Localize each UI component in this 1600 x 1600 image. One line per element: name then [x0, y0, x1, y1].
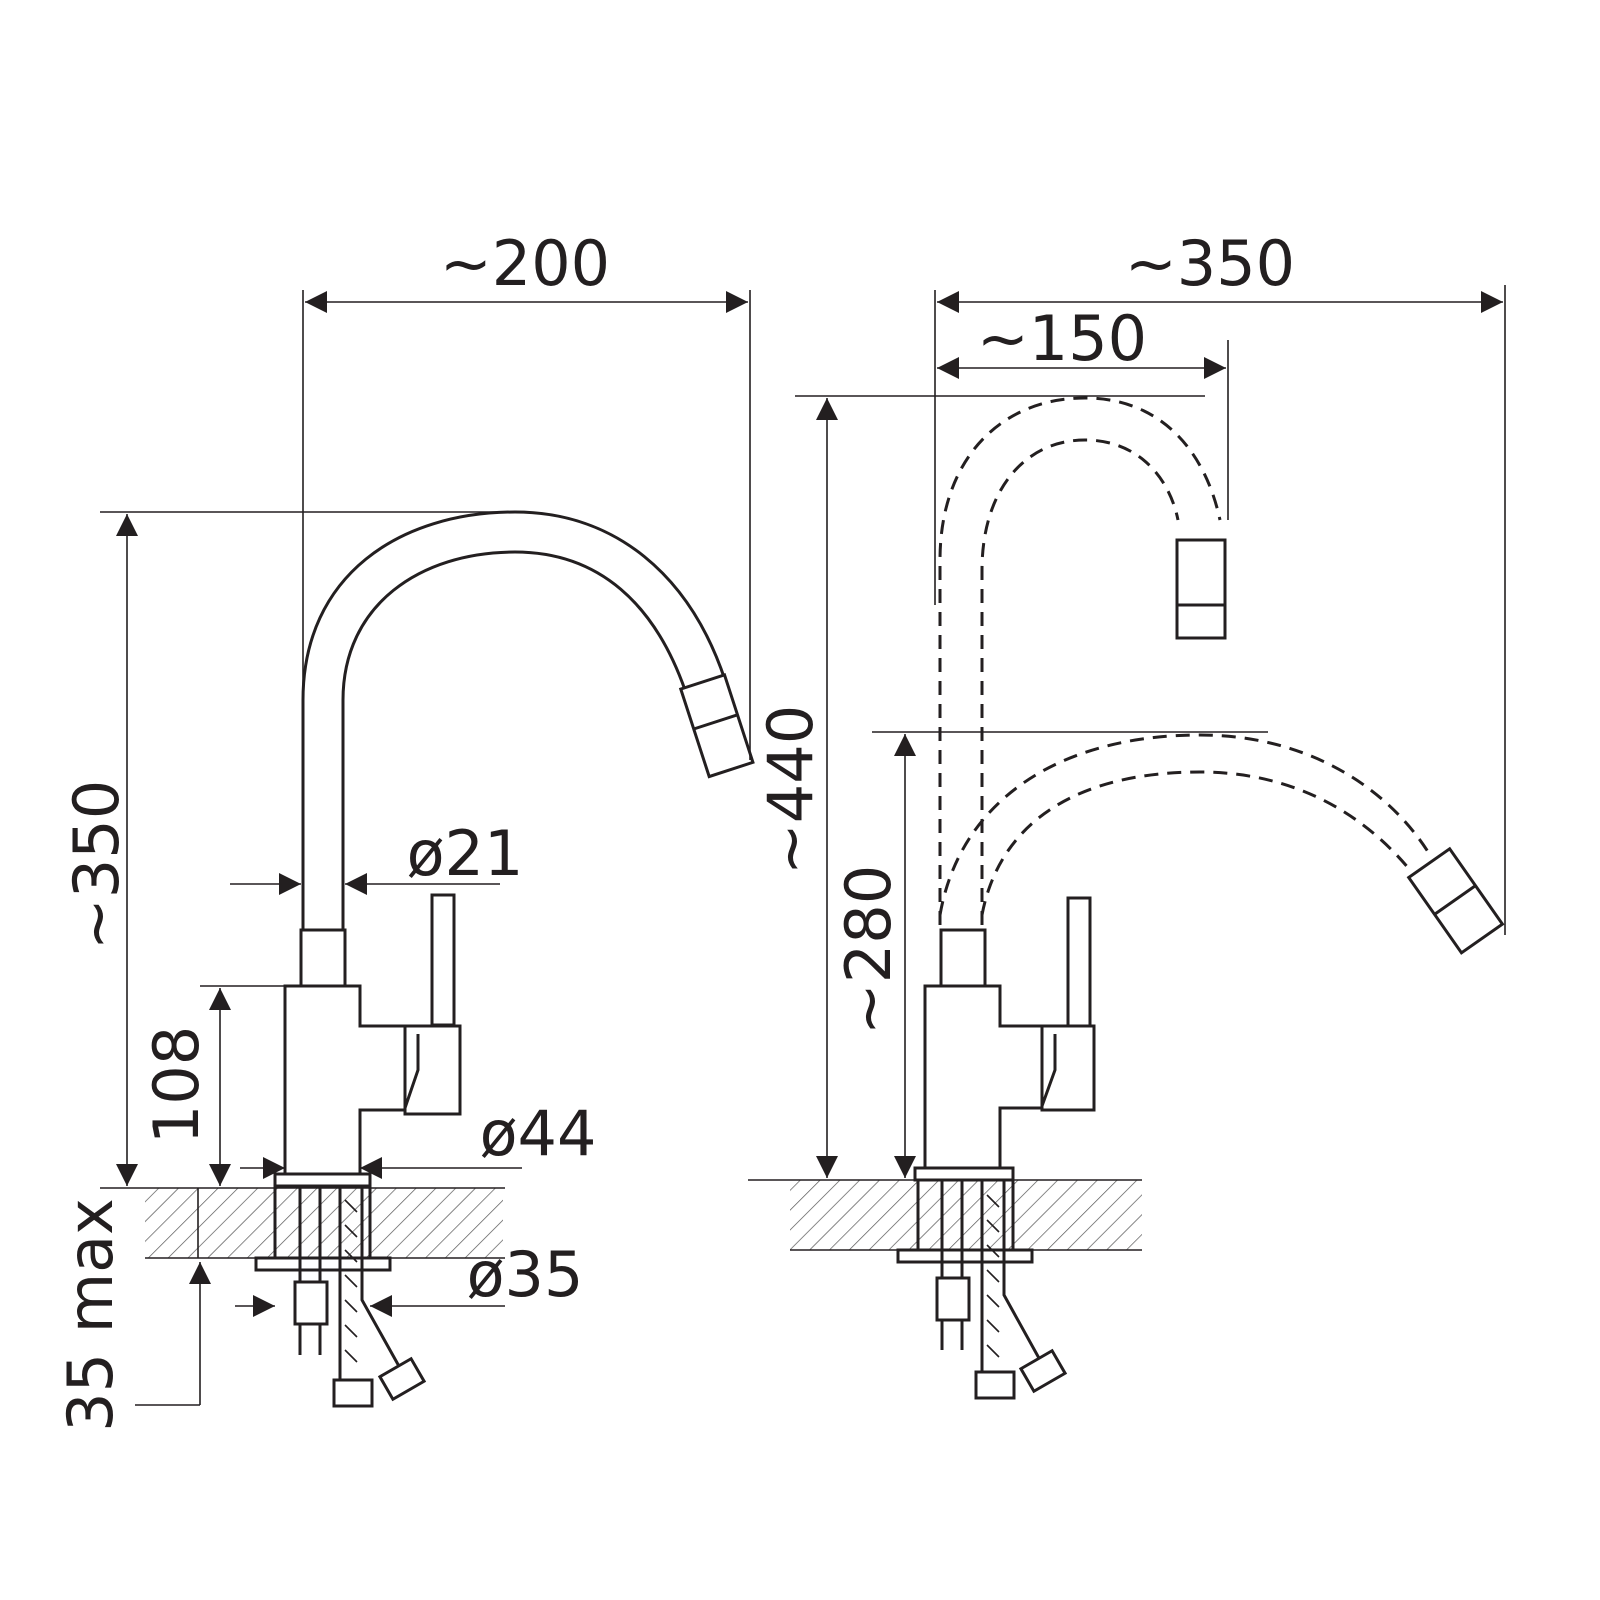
spout-lowered-position — [938, 733, 1432, 916]
dimension-short-reach-label: ~150 — [977, 302, 1147, 375]
dimension-raised-height-label: ~440 — [754, 705, 827, 875]
dimension-reach-label: ~350 — [1125, 227, 1295, 300]
mounting-plate — [896, 1248, 1034, 1264]
dimension-thread-diameter-label: ø35 — [467, 1238, 584, 1311]
countertop-section — [145, 1188, 503, 1258]
spout-nozzle — [678, 672, 755, 779]
right-faucet-view: ~350 ~150 ~440 ~280 — [748, 227, 1506, 1400]
dimension-base-diameter-label: ø44 — [480, 1097, 597, 1170]
spout-raised-position — [938, 396, 1222, 925]
lever-handle — [1066, 896, 1092, 1028]
left-faucet-view: ~200 ~350 108 ø21 ø44 ø35 35 max — [54, 227, 755, 1432]
mounting-plate — [254, 1256, 392, 1272]
dimension-counter-thickness-label: 35 max — [54, 1198, 127, 1432]
dimension-height-label: ~350 — [60, 780, 133, 950]
lever-handle — [430, 893, 456, 1027]
dimension-body-height-label: 108 — [140, 1026, 213, 1144]
countertop-section — [790, 1180, 1142, 1250]
faucet-body — [923, 984, 1044, 1170]
dimension-spout-diameter-label: ø21 — [407, 817, 524, 890]
dimension-width-label: ~200 — [440, 227, 610, 300]
faucet-body — [283, 984, 407, 1176]
dimension-lowered-height-label: ~280 — [832, 865, 905, 1035]
